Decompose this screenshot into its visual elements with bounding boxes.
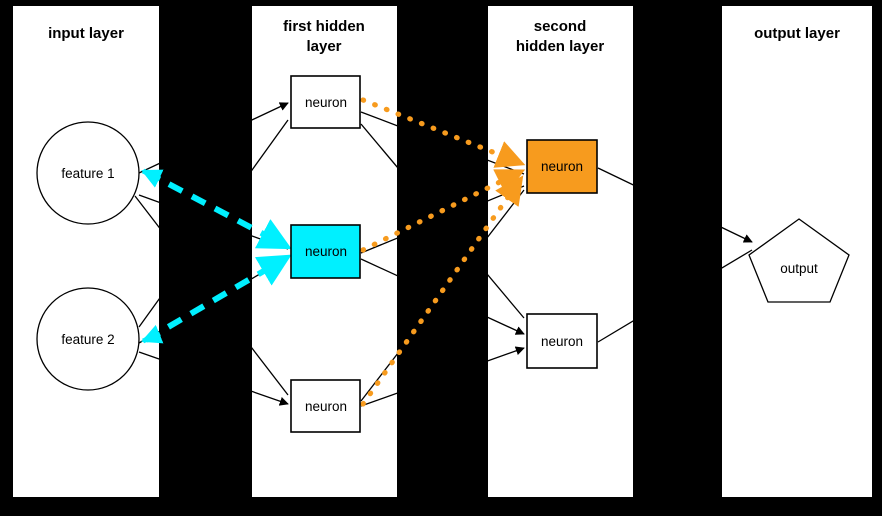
feature-2-label: feature 2 [61, 332, 114, 347]
edge-feature2-to-h1-top [138, 119, 289, 328]
panel-title-second-hidden-layer-line1: second [534, 18, 587, 35]
arrowhead-back-to-feature1 [141, 168, 164, 188]
panel-background-second-hidden-layer [488, 6, 633, 497]
edges-hidden1-to-hidden2 [360, 111, 525, 407]
edge-feature1-to-h1-bottom [134, 195, 289, 396]
node-h2-neuron-bottom[interactable]: neuron [526, 313, 598, 369]
panel-title-input-layer: input layer [48, 25, 124, 42]
feature-2-circle[interactable] [36, 287, 140, 391]
h1-neuron-middle-label: neuron [305, 244, 347, 259]
h1-neuron-middle-box[interactable] [290, 224, 361, 279]
node-output[interactable]: output [748, 218, 850, 303]
panel-title-output-layer: output layer [754, 25, 840, 42]
h2-neuron-top-label: neuron [541, 159, 583, 174]
arrowhead-back-to-feature2 [141, 324, 164, 344]
edge-highlight-h1-middle-to-h2-top [360, 169, 526, 253]
feature-1-circle[interactable] [36, 121, 140, 225]
edge-highlight-feature1-to-h1-middle [144, 169, 292, 250]
edge-h1-bottom-to-h2-top [360, 189, 525, 402]
h2-neuron-bottom-label: neuron [541, 334, 583, 349]
node-h1-neuron-top[interactable]: neuron [290, 75, 361, 129]
node-h1-neuron-middle-highlighted[interactable]: neuron [290, 224, 361, 279]
edges-highlighted-backward-arrowheads [141, 168, 164, 344]
node-h2-neuron-top-highlighted[interactable]: neuron [526, 139, 598, 194]
panel-title-second-hidden-layer-line2: hidden layer [516, 38, 605, 55]
edges-highlighted-forward-orange [360, 97, 526, 407]
edge-highlight-h1-bottom-to-h2-top [360, 175, 524, 407]
panel-second-hidden-layer: second hidden layer [488, 6, 633, 497]
edge-highlight-h1-top-to-h2-top [360, 97, 526, 168]
h2-neuron-top-box[interactable] [526, 139, 598, 194]
panel-title-first-hidden-layer-line2: layer [306, 38, 341, 55]
h1-neuron-top-box[interactable] [290, 75, 361, 129]
edges-highlighted-backward-cyan [144, 169, 292, 343]
feature-1-label: feature 1 [61, 166, 114, 181]
output-label: output [780, 261, 818, 276]
panel-background-input-layer [13, 6, 159, 497]
panel-input-layer: input layer [13, 6, 159, 497]
h1-neuron-bottom-label: neuron [305, 399, 347, 414]
panel-title-first-hidden-layer-line1: first hidden [283, 18, 365, 35]
edge-h2-bottom-to-output [597, 249, 753, 343]
node-feature-2[interactable]: feature 2 [36, 287, 140, 391]
edge-feature1-to-h1-top [138, 102, 289, 174]
h1-neuron-top-label: neuron [305, 95, 347, 110]
edge-h1-bottom-to-h2-bottom [360, 346, 525, 407]
edge-h1-top-to-h2-bottom [360, 123, 525, 319]
h2-neuron-bottom-box[interactable] [526, 313, 598, 369]
edge-feature2-to-h1-bottom [138, 351, 289, 406]
edge-h2-top-to-output [597, 167, 753, 243]
h1-neuron-bottom-box[interactable] [290, 379, 361, 433]
edges-hidden2-to-output [597, 167, 753, 343]
edge-highlight-feature2-to-h1-middle [144, 254, 292, 343]
output-pentagon[interactable] [748, 218, 850, 303]
node-feature-1[interactable]: feature 1 [36, 121, 140, 225]
node-h1-neuron-bottom[interactable]: neuron [290, 379, 361, 433]
